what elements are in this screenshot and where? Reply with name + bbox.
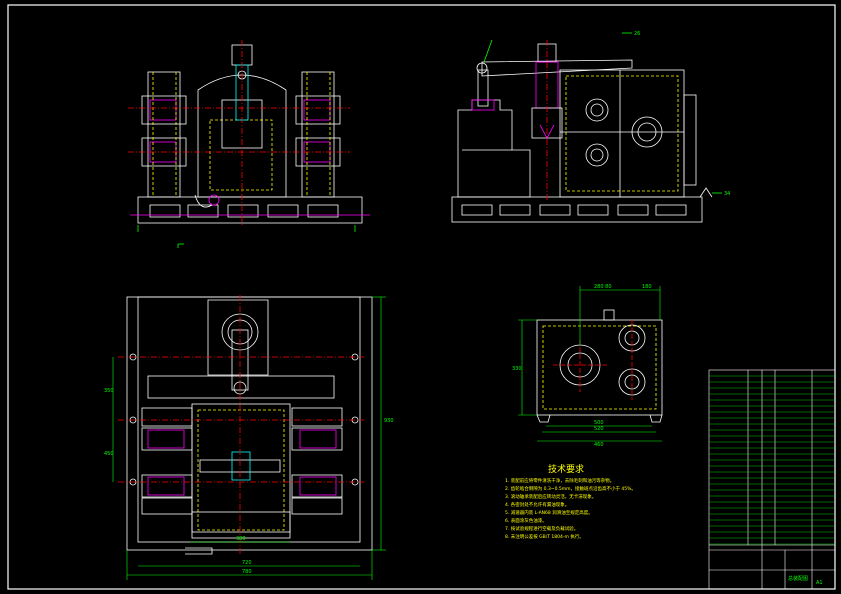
side-balloon-2: 34 [724, 191, 730, 197]
side-view [451, 32, 722, 223]
note-item: 3. 滚动轴承装配后应转动灵活，无卡滞现象。 [505, 495, 597, 500]
top-dim-left-1: 350 [104, 388, 114, 394]
title-block [708, 369, 836, 590]
parts-list [709, 375, 835, 545]
top-dim-bottom: 380 [236, 536, 246, 542]
detail-dim-bottom-2: 520 [594, 426, 604, 432]
side-balloon-1: 26 [634, 31, 640, 37]
top-dim-width-inner: 720 [242, 560, 252, 566]
note-item: 7. 按试验规程进行空载及负载试验。 [505, 527, 579, 532]
detail-dim-height: 330 [512, 366, 522, 372]
top-dim-left-2: 450 [104, 451, 114, 457]
detail-dim-top-1: 280 80 [594, 284, 612, 290]
detail-dim-bottom-3: 460 [594, 442, 604, 448]
notes-title: 技术要求 [548, 465, 585, 475]
sheet-border [7, 4, 836, 590]
top-view [112, 295, 386, 580]
title-sheet-size: A1 [816, 580, 823, 586]
top-dim-width: 780 [242, 569, 252, 575]
note-item: 4. 各密封处不允许有漏油现象。 [505, 503, 570, 508]
top-dim-height: 930 [384, 418, 394, 424]
detail-dim-bottom-1: 500 [594, 420, 604, 426]
front-view [128, 40, 370, 248]
technical-notes: 1. 装配前应将零件清洗干净，去除毛刺和油污等杂物。 2. 齿轮啮合侧隙为 0.… [505, 478, 705, 542]
title-drawing-name: 总装配图 [788, 575, 808, 582]
note-item: 2. 齿轮啮合侧隙为 0.3~0.5mm，接触斑点沿齿高不小于 45%。 [505, 487, 636, 492]
note-item: 1. 装配前应将零件清洗干净，去除毛刺和油污等杂物。 [505, 479, 615, 484]
note-item: 6. 表面涂灰色油漆。 [505, 519, 547, 524]
detail-view [518, 286, 663, 442]
note-item: 5. 减速器内装 L-AN68 润滑油至规定高度。 [505, 511, 593, 516]
detail-dim-top-2: 180 [642, 284, 652, 290]
note-item: 8. 未注明公差按 GB/T 1804-m 执行。 [505, 535, 584, 540]
